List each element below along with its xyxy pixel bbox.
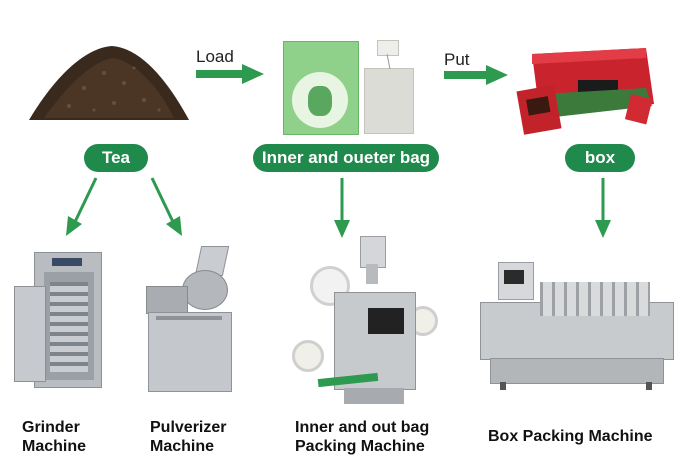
stage-tea-pill: Tea — [84, 144, 148, 172]
inner-tea-bag-image — [364, 68, 414, 134]
bag-packing-caption: Inner and out bag Packing Machine — [295, 418, 429, 456]
pulverizer-machine-image — [142, 246, 238, 392]
bag-packing-machine-image — [288, 236, 438, 406]
stage-bag-pill: Inner and oueter bag — [253, 144, 439, 172]
tea-bag-string — [386, 53, 391, 70]
grinder-caption: Grinder Machine — [22, 418, 86, 456]
tea-bag-tag-image — [377, 40, 399, 56]
tea-box-image — [516, 48, 654, 135]
put-arrow-icon — [444, 65, 508, 85]
grinder-caption-line1: Grinder — [22, 419, 80, 436]
load-label: Load — [196, 47, 234, 66]
box-packing-caption-line1: Box Packing Machine — [488, 428, 653, 445]
pulverizer-caption-line1: Pulverizer — [150, 419, 227, 436]
pulverizer-caption: Pulverizer Machine — [150, 418, 226, 456]
load-arrow-icon — [196, 64, 264, 84]
box-to-machine-arrow-icon — [595, 178, 611, 238]
grinder-caption-line2: Machine — [22, 438, 87, 455]
box-packing-machine-image — [480, 262, 674, 392]
tea-leaves-image — [29, 46, 189, 120]
grinder-machine-image — [14, 252, 104, 388]
bag-to-machine-arrow-icon — [334, 178, 350, 238]
tea-to-grinder-arrow-icon — [66, 177, 98, 236]
box-packing-caption: Box Packing Machine — [488, 427, 653, 446]
bag-packing-caption-line1: Inner and out bag — [295, 419, 430, 436]
pulverizer-caption-line2: Machine — [150, 438, 215, 455]
stage-box-pill: box — [565, 144, 635, 172]
outer-tea-bag-image — [283, 41, 359, 135]
bag-packing-caption-line2: Packing Machine — [295, 438, 425, 455]
put-label: Put — [444, 50, 470, 69]
tea-to-pulverizer-arrow-icon — [150, 177, 182, 236]
